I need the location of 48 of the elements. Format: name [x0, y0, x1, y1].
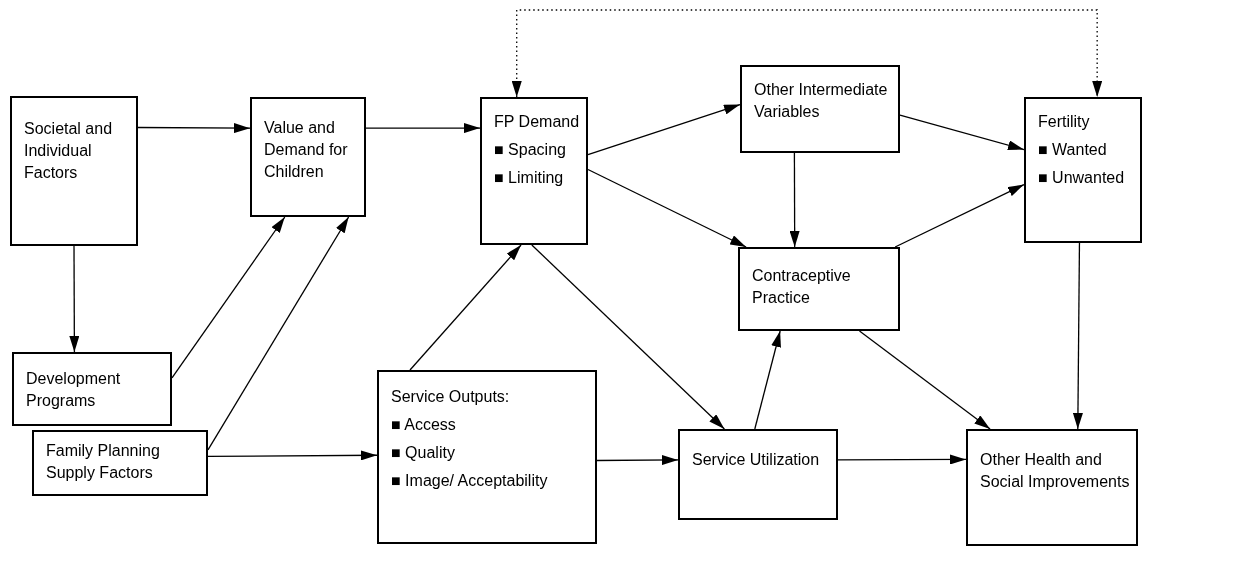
node-label: Contraceptive Practice	[752, 266, 852, 308]
factor-box	[740, 65, 900, 153]
arrow	[837, 454, 967, 465]
arrow	[531, 244, 726, 430]
node-label: Other Health and Social Improvements	[980, 450, 1130, 492]
arrow	[365, 123, 481, 134]
arrow	[858, 330, 991, 430]
node-label: Service Utilization	[692, 450, 821, 470]
bullet-item: ■ Access	[391, 415, 457, 435]
bullet-item: ■ Image/ Acceptability	[391, 471, 549, 491]
bullet-item: ■ Quality	[391, 443, 456, 463]
bullet-item: ■ Unwanted	[1038, 168, 1126, 188]
program-box	[12, 352, 172, 426]
arrow	[899, 114, 1025, 151]
outcome-box	[1024, 97, 1142, 243]
node-label: Service Outputs:	[391, 387, 511, 407]
factor-box	[250, 97, 366, 217]
node-label: FP Demand	[494, 112, 580, 132]
factor-box	[678, 429, 838, 520]
node-label: Other Intermediate Variables	[754, 80, 889, 122]
arrow	[587, 168, 747, 248]
arrow	[409, 244, 522, 371]
arrow	[587, 103, 741, 156]
bullet-item: ■ Spacing	[494, 140, 567, 160]
factor-box	[480, 97, 588, 245]
output-box	[377, 370, 597, 544]
arrow	[789, 152, 800, 248]
bullet-item: ■ Limiting	[494, 168, 565, 188]
arrow	[596, 455, 679, 466]
arrow	[207, 450, 378, 461]
factor-box	[738, 247, 900, 331]
node-label: Family Planning Supply Factors	[46, 441, 161, 483]
node-label: Development Programs	[26, 369, 122, 411]
factor-box	[10, 96, 138, 246]
node-label: Societal and Individual Factors	[24, 119, 114, 183]
arrow	[1072, 242, 1083, 430]
bullet-item: ■ Wanted	[1038, 140, 1108, 160]
dotted-arrow	[511, 9, 1103, 98]
outcome-box	[966, 429, 1138, 546]
arrow	[894, 183, 1025, 248]
arrow	[754, 330, 781, 430]
program-box	[32, 430, 208, 496]
arrow	[207, 216, 350, 451]
arrow	[69, 245, 80, 353]
arrow	[137, 123, 251, 134]
node-label: Value and Demand for Children	[264, 118, 349, 182]
arrow	[171, 216, 286, 379]
node-label: Fertility	[1038, 112, 1091, 132]
